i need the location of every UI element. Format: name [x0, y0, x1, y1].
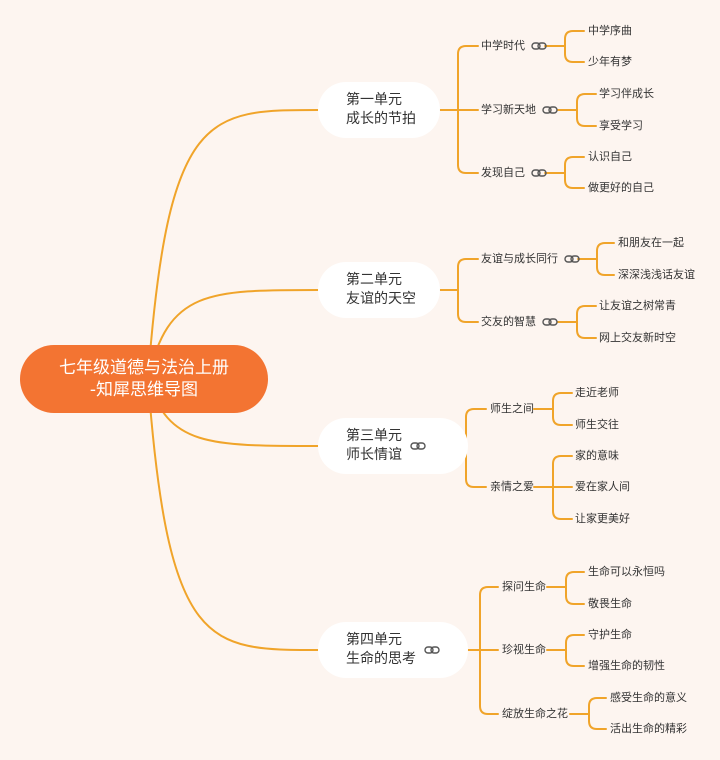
unit-4-node[interactable]: 第四单元生命的思考	[318, 622, 468, 678]
topic-to-leaf-line	[552, 486, 573, 520]
root-title-line2: -知犀思维导图	[89, 380, 199, 400]
topic-to-leaf-line	[552, 455, 573, 488]
topic-to-leaf-line	[552, 408, 573, 426]
leaf-3-2-3[interactable]: 让家更美好	[575, 512, 630, 525]
topic-to-leaf-line	[576, 93, 597, 111]
root-to-unit-line	[147, 378, 319, 651]
root-to-unit-line	[147, 109, 319, 380]
leaf-4-1-2[interactable]: 敬畏生命	[588, 597, 632, 610]
unit-to-topic-line	[465, 408, 487, 447]
leaf-3-2-1[interactable]: 家的意味	[575, 449, 619, 462]
topic-to-leaf-line	[564, 172, 585, 189]
link-icon[interactable]	[564, 254, 580, 264]
topic-to-leaf-line	[564, 30, 585, 47]
topic-3-1[interactable]: 师生之间	[490, 402, 534, 415]
topic-to-leaf-line	[576, 321, 597, 339]
unit-3-line1: 第三单元	[346, 428, 402, 444]
leaf-4-3-2[interactable]: 活出生命的精彩	[610, 722, 687, 735]
topic-1-2[interactable]: 学习新天地	[481, 103, 558, 117]
leaf-3-2-2[interactable]: 爱在家人间	[575, 480, 630, 493]
unit-4-line1: 第四单元	[346, 632, 402, 648]
leaf-1-2-2[interactable]: 享受学习	[599, 119, 643, 132]
link-icon[interactable]	[410, 441, 426, 451]
leaf-4-2-2[interactable]: 增强生命的韧性	[588, 659, 665, 672]
unit-to-topic-line	[457, 258, 479, 291]
unit-4-line2: 生命的思考	[346, 651, 416, 667]
leaf-4-1-1[interactable]: 生命可以永恒吗	[588, 565, 665, 578]
topic-to-leaf-line	[552, 392, 573, 410]
link-icon[interactable]	[531, 41, 547, 51]
topic-to-leaf-line	[564, 156, 585, 174]
link-icon[interactable]	[531, 168, 547, 178]
leaf-4-2-1[interactable]: 守护生命	[588, 628, 632, 641]
topic-to-leaf-line	[565, 649, 585, 667]
unit-to-topic-line	[457, 45, 479, 111]
leaf-3-1-2[interactable]: 师生交往	[575, 418, 619, 431]
unit-3-line2: 师长情谊	[346, 447, 402, 463]
unit-1-node[interactable]: 第一单元成长的节拍	[318, 82, 440, 138]
leaf-1-1-2[interactable]: 少年有梦	[588, 55, 632, 68]
topic-to-leaf-line	[565, 571, 585, 588]
topic-4-2[interactable]: 珍视生命	[502, 643, 546, 656]
root-title-line1: 七年级道德与法治上册	[59, 358, 229, 378]
unit-to-topic-line	[465, 445, 487, 488]
topic-to-leaf-line	[576, 305, 597, 323]
root-node[interactable]: 七年级道德与法治上册 -知犀思维导图	[20, 345, 268, 413]
leaf-2-2-2[interactable]: 网上交友新时空	[599, 331, 676, 344]
unit-3-node[interactable]: 第三单元师长情谊	[318, 418, 468, 474]
unit-1-line1: 第一单元	[346, 92, 402, 108]
leaf-1-1-1[interactable]: 中学序曲	[588, 24, 632, 37]
topic-to-leaf-line	[588, 697, 607, 715]
unit-to-topic-line	[479, 586, 499, 651]
topic-4-1[interactable]: 探问生命	[502, 580, 546, 593]
leaf-2-1-1[interactable]: 和朋友在一起	[618, 236, 684, 249]
topic-2-2[interactable]: 交友的智慧	[481, 315, 558, 329]
link-icon[interactable]	[542, 317, 558, 327]
topic-1-3[interactable]: 发现自己	[481, 166, 547, 180]
link-icon[interactable]	[542, 105, 558, 115]
link-icon[interactable]	[424, 645, 440, 655]
leaf-1-3-2[interactable]: 做更好的自己	[588, 181, 654, 194]
topic-4-3[interactable]: 绽放生命之花	[502, 707, 568, 720]
unit-1-line2: 成长的节拍	[346, 111, 416, 127]
unit-to-topic-line	[479, 649, 499, 715]
topic-2-1[interactable]: 友谊与成长同行	[481, 252, 580, 266]
topic-to-leaf-line	[596, 258, 615, 276]
topic-to-leaf-line	[565, 634, 585, 651]
topic-3-2[interactable]: 亲情之爱	[490, 480, 534, 493]
topic-to-leaf-line	[596, 242, 615, 260]
leaf-1-3-1[interactable]: 认识自己	[588, 150, 632, 163]
unit-2-line1: 第二单元	[346, 272, 402, 288]
leaf-4-3-1[interactable]: 感受生命的意义	[610, 691, 687, 704]
leaf-1-2-1[interactable]: 学习伴成长	[599, 87, 654, 100]
leaf-2-1-2[interactable]: 深深浅浅话友谊	[618, 268, 695, 281]
leaf-2-2-1[interactable]: 让友谊之树常青	[599, 299, 676, 312]
topic-1-1[interactable]: 中学时代	[481, 39, 547, 53]
unit-to-topic-line	[457, 289, 479, 323]
topic-to-leaf-line	[565, 586, 585, 605]
topic-to-leaf-line	[588, 713, 607, 730]
unit-2-line2: 友谊的天空	[346, 291, 416, 307]
unit-to-topic-line	[457, 109, 479, 174]
topic-to-leaf-line	[576, 109, 597, 127]
topic-to-leaf-line	[564, 45, 585, 63]
unit-2-node[interactable]: 第二单元友谊的天空	[318, 262, 440, 318]
leaf-3-1-1[interactable]: 走近老师	[575, 386, 619, 399]
